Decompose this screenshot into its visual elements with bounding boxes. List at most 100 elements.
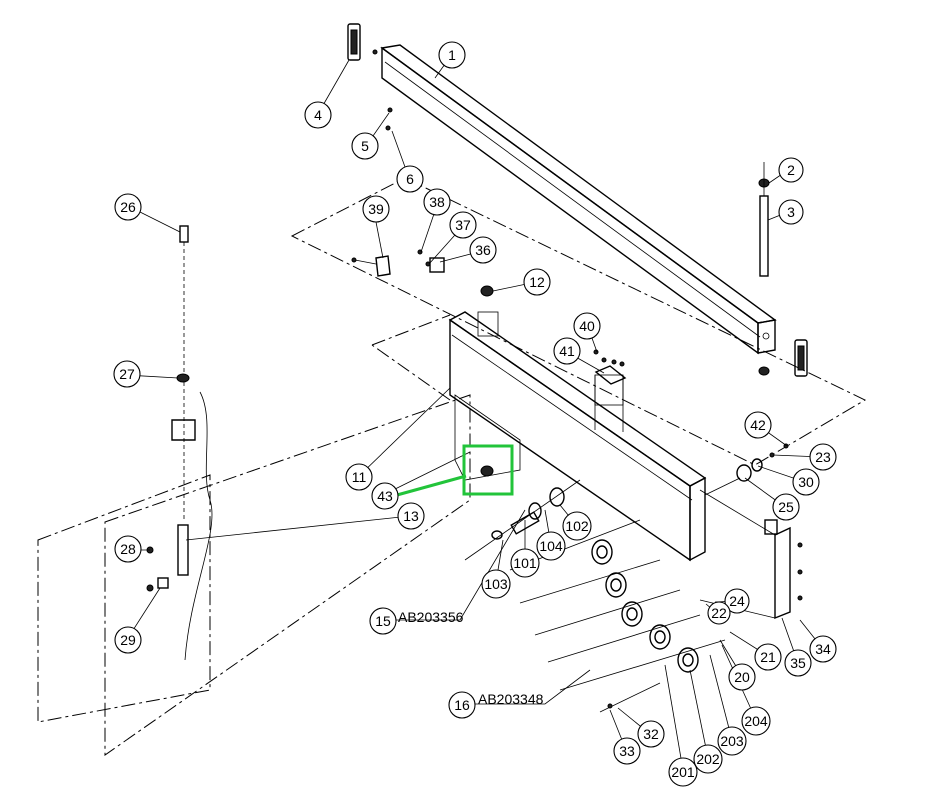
svg-text:AB203356: AB203356 [398, 609, 464, 625]
svg-text:102: 102 [565, 518, 589, 534]
balloon-6: 6 [396, 165, 424, 193]
end-plate-35 [699, 489, 803, 620]
balloon-38: 38 [423, 188, 451, 216]
svg-text:29: 29 [120, 632, 136, 648]
balloon-25: 25 [772, 493, 800, 521]
svg-text:5: 5 [361, 138, 369, 154]
code-label-16: AB203348 [478, 691, 544, 707]
svg-text:26: 26 [120, 199, 136, 215]
balloon-22: 22 [707, 601, 731, 625]
svg-text:104: 104 [539, 538, 563, 554]
screws-5-6 [372, 49, 393, 131]
balloon-1: 1 [438, 41, 466, 69]
svg-text:11: 11 [352, 469, 367, 485]
svg-text:35: 35 [790, 655, 806, 671]
svg-text:38: 38 [429, 194, 445, 210]
left-shaft [146, 225, 213, 661]
svg-text:16: 16 [454, 697, 470, 713]
spacer-25 [704, 443, 789, 496]
assembly-planes [37, 177, 867, 756]
svg-text:36: 36 [475, 242, 491, 258]
svg-text:1: 1 [448, 47, 456, 63]
balloon-12: 12 [523, 268, 551, 296]
svg-text:2: 2 [787, 162, 795, 178]
code-label-15: AB203356 [398, 609, 464, 625]
end-cap-right [794, 339, 808, 377]
svg-text:15: 15 [375, 613, 391, 629]
lower-beam [448, 311, 707, 562]
balloon-21: 21 [754, 643, 782, 671]
balloon-26: 26 [114, 193, 142, 221]
nut-43 [480, 465, 494, 477]
balloon-35: 35 [784, 649, 812, 677]
balloon-202: 202 [693, 744, 723, 774]
balloon-203: 203 [717, 726, 747, 756]
svg-text:202: 202 [696, 751, 720, 767]
svg-text:22: 22 [711, 605, 727, 621]
balloon-20: 20 [728, 663, 756, 691]
balloon-32: 32 [637, 720, 665, 748]
balloon-101: 101 [510, 548, 540, 578]
svg-text:6: 6 [406, 171, 414, 187]
highlight-annotation [396, 444, 514, 497]
balloon-24: 24 [724, 588, 750, 614]
balloon-28: 28 [114, 535, 142, 563]
balloon-27: 27 [113, 360, 141, 388]
highlight-box [462, 444, 514, 496]
svg-text:12: 12 [529, 274, 545, 290]
upper-rail [380, 44, 777, 355]
balloon-4: 4 [304, 101, 332, 129]
shaft-3 [758, 162, 770, 376]
balloon-29: 29 [114, 626, 142, 654]
svg-text:39: 39 [368, 201, 384, 217]
balloon-33: 33 [613, 737, 641, 765]
svg-text:24: 24 [729, 593, 745, 609]
balloon-41: 41 [553, 337, 581, 365]
svg-text:4: 4 [314, 107, 322, 123]
svg-text:13: 13 [403, 508, 419, 524]
balloon-39: 39 [362, 195, 390, 223]
svg-text:23: 23 [815, 449, 831, 465]
svg-text:27: 27 [119, 366, 135, 382]
balloon-34: 34 [809, 635, 837, 663]
balloon-5: 5 [351, 132, 379, 160]
balloon-204: 204 [741, 706, 771, 736]
plate-39 [351, 255, 391, 277]
balloon-103: 103 [481, 569, 511, 599]
bushing-12 [480, 285, 494, 297]
svg-text:43: 43 [377, 488, 393, 504]
leader-lines [125, 56, 824, 771]
svg-text:41: 41 [559, 343, 575, 359]
balloon-23: 23 [809, 443, 837, 471]
balloon-11: 11 [345, 463, 373, 491]
balloon-43: 43 [371, 482, 399, 510]
balloon-13: 13 [397, 502, 425, 530]
balloon-36: 36 [469, 236, 497, 264]
svg-text:3: 3 [787, 204, 795, 220]
svg-text:25: 25 [778, 499, 794, 515]
svg-text:33: 33 [619, 743, 635, 759]
svg-text:103: 103 [484, 576, 508, 592]
svg-text:21: 21 [760, 649, 776, 665]
svg-text:201: 201 [671, 764, 695, 780]
balloon-3: 3 [778, 199, 804, 225]
svg-text:204: 204 [744, 713, 768, 729]
svg-text:40: 40 [579, 318, 595, 334]
bracket-36 [417, 249, 445, 273]
balloon-102: 102 [562, 511, 592, 541]
roller-assemblies [464, 479, 726, 713]
balloon-2: 2 [778, 157, 804, 183]
svg-text:34: 34 [815, 641, 831, 657]
svg-text:AB203348: AB203348 [478, 691, 544, 707]
balloon-37: 37 [449, 211, 477, 239]
end-cap-top [347, 23, 361, 61]
balloon-40: 40 [573, 312, 601, 340]
balloon-104: 104 [536, 531, 566, 561]
balloon-42: 42 [744, 411, 772, 439]
highlight-pointer [396, 474, 467, 497]
balloon-30: 30 [792, 468, 820, 496]
svg-text:37: 37 [455, 217, 471, 233]
svg-text:30: 30 [798, 474, 814, 490]
svg-text:20: 20 [734, 669, 750, 685]
